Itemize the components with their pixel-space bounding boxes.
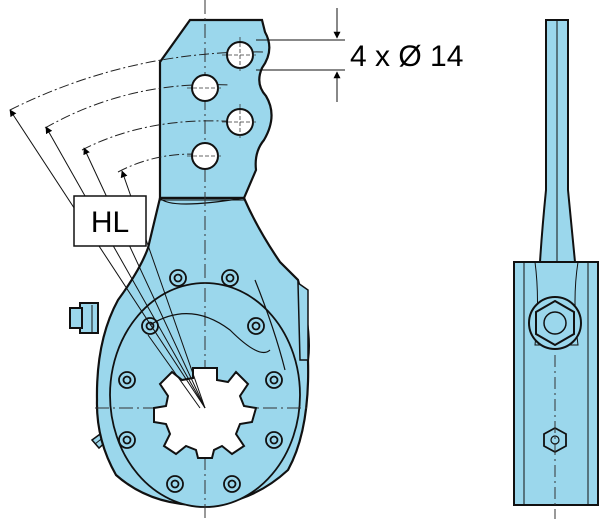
svg-text:HL: HL <box>91 206 129 239</box>
lever-hole <box>187 142 223 170</box>
adjuster-nut <box>528 296 582 350</box>
svg-text:4 x Ø 14: 4 x Ø 14 <box>350 40 463 73</box>
side-view <box>513 19 599 519</box>
lever-hole <box>222 37 258 73</box>
lever-arm <box>158 18 273 200</box>
adjuster-bolt <box>69 302 99 334</box>
lever-length-label: HL <box>73 195 147 247</box>
lever-hole <box>187 74 223 102</box>
lever-hole <box>222 104 258 140</box>
rivets <box>118 269 283 493</box>
front-view: HL 4 x Ø 14 <box>9 0 463 519</box>
splined-bore <box>153 367 258 459</box>
hole-dimension: 4 x Ø 14 <box>256 8 463 102</box>
